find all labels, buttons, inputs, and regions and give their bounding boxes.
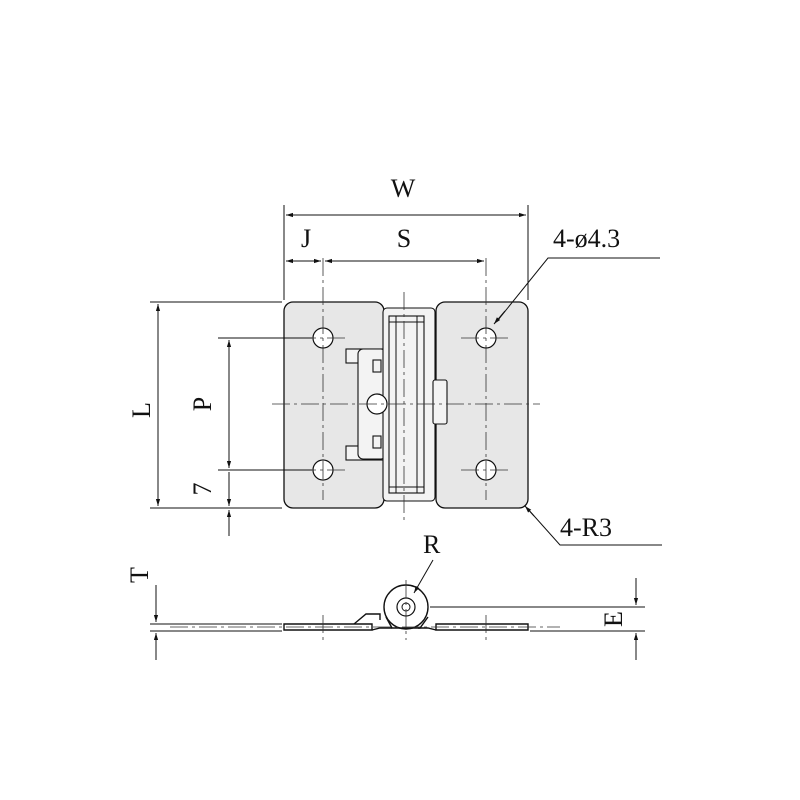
dim-t-label: T bbox=[125, 567, 154, 583]
dim-p-label: P bbox=[188, 397, 217, 411]
dim-j-label: J bbox=[301, 224, 311, 253]
dim-s-label: S bbox=[397, 224, 411, 253]
dim-e-label: E bbox=[599, 611, 628, 627]
dim-r-label: R bbox=[423, 530, 441, 559]
dim-w-label: W bbox=[391, 174, 416, 203]
right-tab bbox=[432, 379, 448, 425]
hinge-barrel-inner bbox=[388, 315, 425, 494]
dim-l-label: L bbox=[127, 402, 156, 418]
dim-edge-label: 7 bbox=[188, 483, 217, 496]
side-view bbox=[170, 580, 560, 640]
dimensions-side: R T E bbox=[125, 530, 645, 660]
dim-holes-label: 4-ø4.3 bbox=[553, 224, 620, 253]
plan-view bbox=[272, 258, 540, 520]
dim-radius-label: 4-R3 bbox=[560, 513, 612, 542]
dimensions-plan: W J S 4-ø4.3 L P 7 4-R3 bbox=[127, 174, 662, 546]
